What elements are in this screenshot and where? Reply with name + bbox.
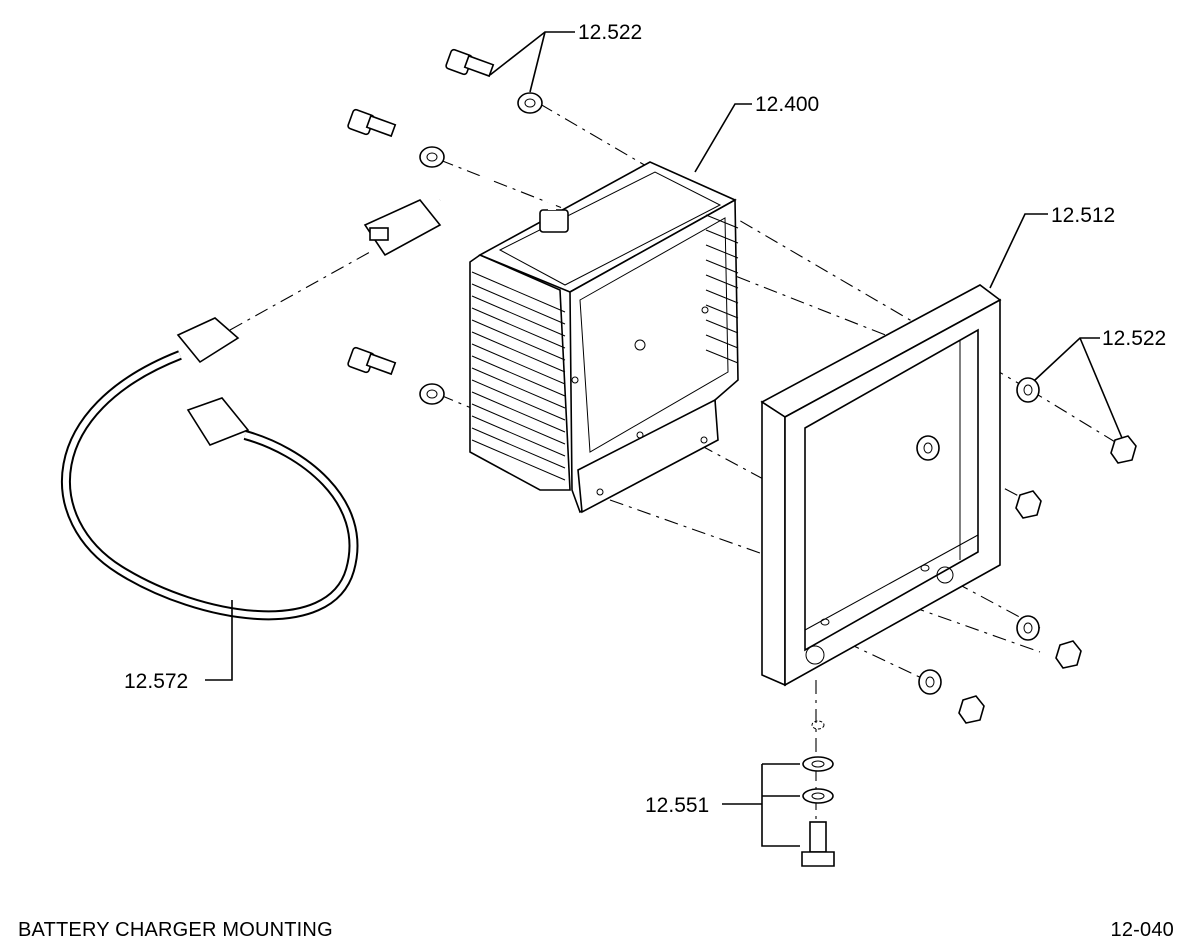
page-code: 12-040: [1110, 919, 1174, 941]
callout-frame: 12.512: [1051, 204, 1115, 227]
bolt-top: [445, 48, 543, 114]
leader-lines: [205, 31, 1123, 847]
callout-washers-right: 12.522: [1102, 327, 1166, 350]
heat-sink-fins: [471, 271, 566, 481]
diagram-title: BATTERY CHARGER MOUNTING: [18, 919, 333, 941]
bolt-upper-left: [347, 108, 445, 168]
callout-charger: 12.400: [755, 93, 819, 116]
callout-bottom-hardware: 12.551: [645, 794, 709, 817]
hardware: [347, 48, 1137, 867]
callout-washers-top: 12.522: [578, 21, 642, 44]
bolt-lower-left: [347, 346, 445, 405]
charger-output-cable: [363, 156, 556, 257]
battery-charger: [469, 161, 739, 514]
mounting-frame: [760, 284, 1002, 687]
power-cord: [60, 317, 359, 621]
side-fins: [705, 214, 739, 364]
callout-power-cord: 12.572: [124, 670, 188, 693]
